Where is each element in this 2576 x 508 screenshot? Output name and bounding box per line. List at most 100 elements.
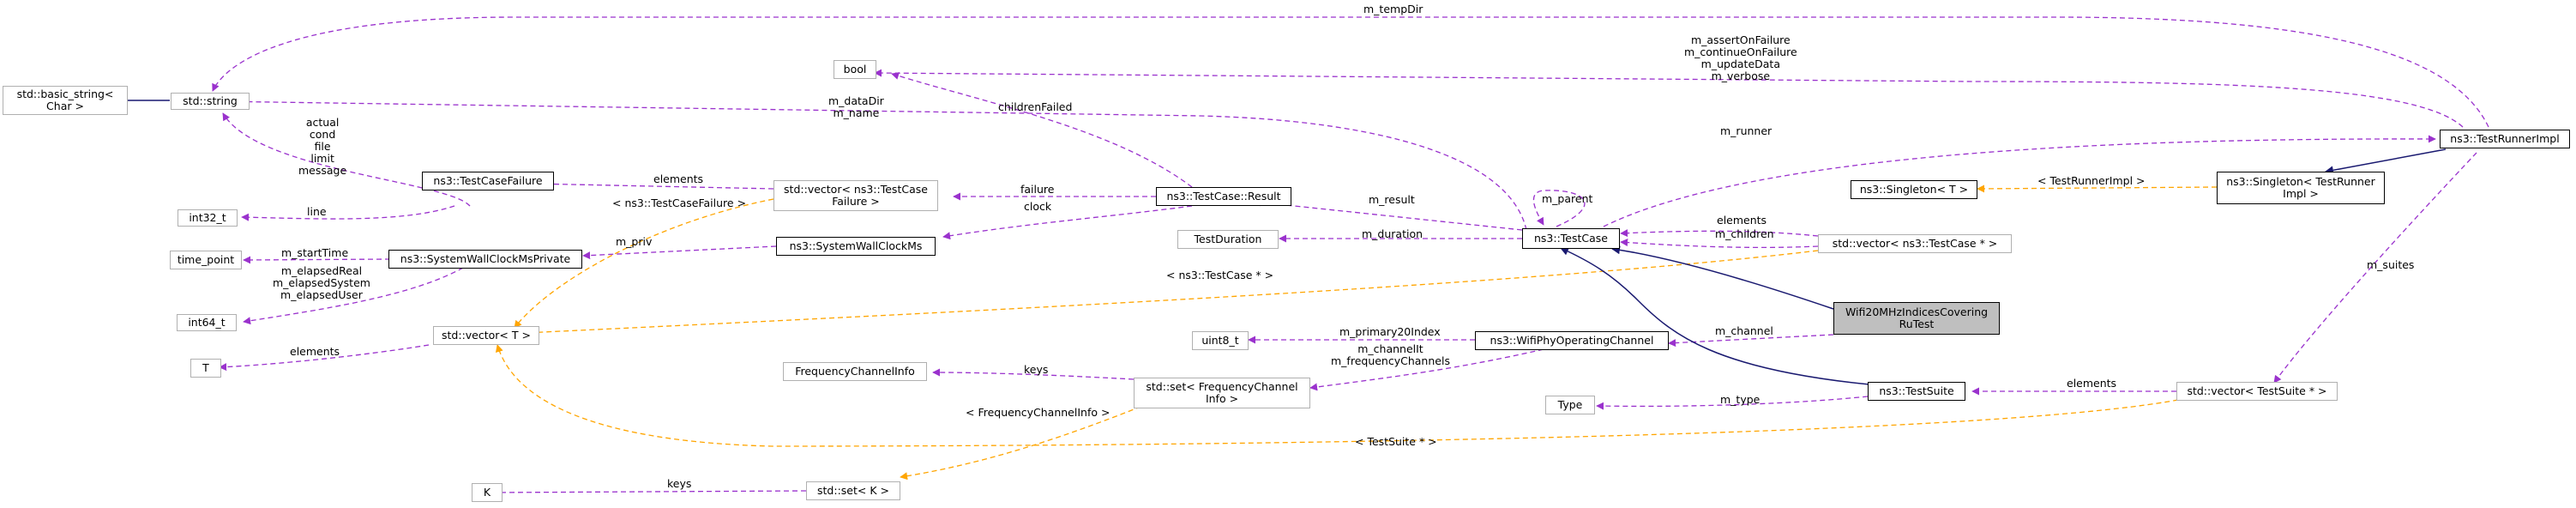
- edge-inherit-suite: [1560, 247, 1870, 385]
- edge-runner-flags: [874, 69, 2464, 128]
- edge-failure-fields: [222, 112, 471, 207]
- node-label: FrequencyChannelInfo: [795, 365, 915, 378]
- node-testcase[interactable]: ns3::TestCase: [1522, 228, 1620, 249]
- node-uint8[interactable]: uint8_t: [1192, 331, 1249, 350]
- edge-label-elements-suite: elements: [2067, 377, 2117, 390]
- node-label: bool: [843, 63, 867, 76]
- node-systemwallclock-private[interactable]: ns3::SystemWallClockMsPrivate: [388, 250, 582, 269]
- edge-label-priv: m_priv: [616, 235, 653, 248]
- edge-label-channel: m_channel: [1715, 324, 1773, 337]
- edge-parent: [1532, 190, 1586, 227]
- node-frequencychannelinfo[interactable]: FrequencyChannelInfo: [783, 362, 927, 381]
- node-vector-testsuite[interactable]: std::vector< TestSuite * >: [2176, 382, 2338, 401]
- edge-keys-k: [486, 488, 807, 497]
- edge-result: [1253, 198, 1523, 231]
- edge-label-keys-k: keys: [667, 477, 692, 490]
- node-set-k[interactable]: std::set< K >: [806, 481, 900, 500]
- node-label: std::vector< T >: [442, 329, 531, 342]
- edge-label-children-failed: childrenFailed: [998, 100, 1073, 113]
- edge-label-failure: failure: [1020, 183, 1055, 196]
- edge-inherit-runner: [2325, 148, 2447, 175]
- edge-label-result: m_result: [1369, 193, 1415, 206]
- node-singleton-t[interactable]: ns3::Singleton< T >: [1851, 180, 1977, 199]
- node-label: Char >: [46, 100, 84, 112]
- edge-channel-it: [1309, 348, 1544, 391]
- node-std-string[interactable]: std::string: [171, 93, 250, 110]
- edge-type: [1596, 396, 1869, 410]
- node-time-point[interactable]: time_point: [170, 251, 242, 269]
- node-vector-t[interactable]: std::vector< T >: [433, 326, 539, 345]
- node-label: std::vector< ns3::TestCase * >: [1832, 237, 1998, 250]
- edge-label-runner-tmpl: < TestRunnerImpl >: [2037, 174, 2146, 187]
- edge-label-tempdir: m_tempDir: [1363, 3, 1423, 15]
- node-type[interactable]: Type: [1545, 396, 1595, 414]
- node-testcase-result[interactable]: ns3::TestCase::Result: [1156, 187, 1291, 206]
- node-basic-string[interactable]: std::basic_string<Char >: [3, 86, 128, 115]
- edge-label-children: m_children: [1715, 227, 1774, 240]
- edge-suites: [2273, 152, 2477, 384]
- node-label: ns3::TestCase: [1533, 232, 1609, 245]
- node-wifiphyoperatingchannel[interactable]: ns3::WifiPhyOperatingChannel: [1475, 331, 1669, 350]
- node-label: ns3::TestRunnerImpl: [2450, 132, 2560, 145]
- edge-elements-t: [219, 344, 430, 372]
- node-int64[interactable]: int64_t: [177, 314, 237, 331]
- edge-tmpl-runner: [1977, 184, 2218, 193]
- node-label: std::vector< TestSuite * >: [2187, 384, 2327, 397]
- node-label: ns3::Singleton< T >: [1859, 183, 1969, 196]
- edge-label-tc-tmpl: < ns3::TestCase * >: [1166, 269, 1274, 281]
- node-testsuite[interactable]: ns3::TestSuite: [1868, 382, 1965, 401]
- edge-priv: [582, 245, 777, 260]
- node-label: uint8_t: [1201, 334, 1239, 347]
- edge-runner: [1603, 135, 2436, 227]
- edge-label-elements-failure: elements: [653, 172, 704, 185]
- node-systemwallclockms[interactable]: ns3::SystemWallClockMs: [776, 237, 936, 256]
- node-label: ns3::WifiPhyOperatingChannel: [1490, 334, 1654, 347]
- edge-children: [1620, 239, 1819, 249]
- node-label: Info >: [1205, 392, 1239, 405]
- edge-label-parent: m_parent: [1542, 192, 1593, 205]
- node-label: TestDuration: [1194, 233, 1262, 245]
- edge-label-keys-freq: keys: [1024, 363, 1049, 376]
- edge-label-primary20: m_primary20Index: [1339, 325, 1441, 338]
- edge-label-suite-tmpl: < TestSuite * >: [1355, 435, 1437, 448]
- node-label: K: [483, 486, 491, 499]
- edge-tmpl-failure: [514, 198, 774, 329]
- node-bool[interactable]: bool: [834, 60, 876, 79]
- node-label: int64_t: [188, 316, 226, 329]
- edge-label-tc-failure-tmpl: < ns3::TestCaseFailure >: [612, 197, 747, 209]
- edge-label-suites: m_suites: [2367, 258, 2415, 271]
- edge-label-clock: clock: [1024, 200, 1052, 213]
- node-testcasefailure[interactable]: ns3::TestCaseFailure: [422, 172, 554, 190]
- edge-elapsed: [243, 267, 464, 325]
- node-label: Failure >: [832, 195, 880, 208]
- edge-label-freq-tmpl: < FrequencyChannelInfo >: [966, 406, 1110, 419]
- node-testduration[interactable]: TestDuration: [1177, 230, 1279, 249]
- node-label: ns3::SystemWallClockMs: [789, 239, 923, 252]
- edge-datadir: [214, 97, 1527, 231]
- edge-label-duration: m_duration: [1362, 227, 1423, 240]
- node-testrunnerimpl[interactable]: ns3::TestRunnerImpl: [2440, 130, 2570, 148]
- node-label: ns3::TestCaseFailure: [433, 174, 543, 187]
- node-label: Type: [1557, 398, 1583, 411]
- edge-tmpl-testcase: [524, 250, 1819, 337]
- edge-label-runner: m_runner: [1720, 124, 1773, 137]
- node-label: time_point: [177, 253, 235, 266]
- node-T[interactable]: T: [190, 359, 221, 378]
- edge-channel: [1668, 334, 1834, 348]
- node-label: int32_t: [189, 211, 226, 224]
- node-K[interactable]: K: [472, 483, 503, 502]
- node-int32[interactable]: int32_t: [178, 209, 238, 227]
- node-vector-testcase[interactable]: std::vector< ns3::TestCase * >: [1818, 234, 2012, 253]
- edge-clock: [942, 205, 1193, 240]
- edge-elements-failure: [531, 179, 774, 190]
- node-label: Impl >: [2283, 187, 2319, 200]
- edge-tmpl-suite: [495, 344, 2179, 447]
